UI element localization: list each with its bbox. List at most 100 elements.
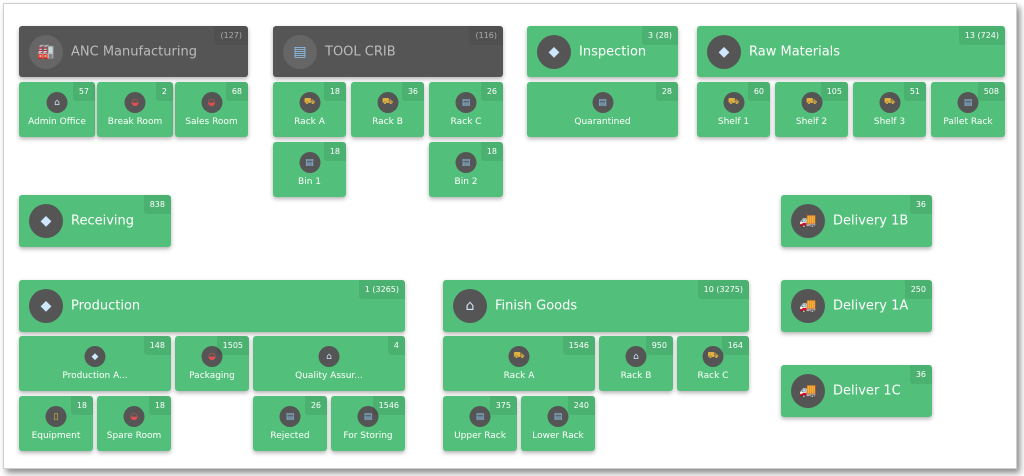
location-tile[interactable]: ◆ Receiving 838: [19, 195, 171, 247]
location-tile[interactable]: ▤ Rack C 26: [429, 82, 503, 137]
tile-label: Quarantined: [574, 117, 631, 127]
location-tile[interactable]: ▤ Bin 1 18: [273, 142, 346, 197]
location-tile[interactable]: ▤ For Storing 1546: [331, 396, 405, 451]
location-tile[interactable]: ⛟ Rack C 164: [677, 336, 749, 391]
count-badge: 4: [387, 336, 405, 355]
location-tile[interactable]: 🚚 Delivery 1B 36: [781, 195, 932, 247]
crate-icon: ▤: [279, 406, 301, 427]
tile-label: Rack C: [450, 117, 482, 127]
location-tile[interactable]: ⛟ Rack A 1546: [443, 336, 595, 391]
location-tile[interactable]: ⛟ Rack B 36: [351, 82, 424, 137]
crate-icon: ▤: [592, 92, 613, 113]
count-badge: 13 (724): [958, 26, 1005, 45]
location-tile[interactable]: ◒ Packaging 1505: [175, 336, 249, 391]
crate-icon: ▤: [469, 406, 491, 427]
location-tile[interactable]: ⛟ Rack A 18: [273, 82, 346, 137]
count-badge: 105: [820, 82, 848, 101]
count-badge: 164: [721, 336, 749, 355]
count-badge: 26: [480, 82, 503, 101]
building-icon: ⌂: [625, 346, 647, 367]
count-badge: 1505: [216, 336, 249, 355]
location-tile[interactable]: ▯ Equipment 18: [19, 396, 93, 451]
location-tile[interactable]: ▤ Rejected 26: [253, 396, 327, 451]
location-tile[interactable]: ◆ Raw Materials 13 (724): [697, 26, 1005, 77]
crate-icon: ▤: [547, 406, 569, 427]
count-badge: 36: [909, 365, 932, 384]
location-tile[interactable]: 🚚 Delivery 1A 250: [781, 280, 932, 332]
location-tile[interactable]: 🏭 ANC Manufacturing (127): [19, 26, 248, 77]
tile-label: Break Room: [107, 117, 163, 127]
location-tile[interactable]: ⛟ Shelf 1 60: [697, 82, 770, 137]
tile-label: Finish Goods: [495, 298, 578, 314]
pallet-icon: ◆: [537, 34, 571, 69]
room-icon: ◒: [201, 92, 222, 113]
location-tile[interactable]: ⛟ Shelf 3 51: [853, 82, 926, 137]
location-tile[interactable]: ◒ Spare Room 18: [97, 396, 171, 451]
count-badge: (127): [214, 26, 248, 45]
location-tile[interactable]: ◒ Break Room 2: [97, 82, 173, 137]
location-tile[interactable]: ◆ Production 1 (3265): [19, 280, 405, 332]
count-badge: 36: [401, 82, 424, 101]
location-tile[interactable]: ▤ Quarantined 28: [527, 82, 678, 137]
forklift-icon: ⛟: [299, 92, 320, 113]
location-tile[interactable]: ▤ Upper Rack 375: [443, 396, 517, 451]
count-badge: 838: [143, 195, 171, 214]
location-tile[interactable]: ◆ Production A... 148: [19, 336, 171, 391]
count-badge: 51: [903, 82, 926, 101]
tile-label: Delivery 1B: [833, 213, 909, 229]
location-tile[interactable]: ◆ Inspection 3 (28): [527, 26, 678, 77]
truck-icon: 🚚: [791, 374, 825, 408]
location-tile[interactable]: ⌂ Admin Office 57: [19, 82, 95, 137]
crate-icon: ▤: [455, 152, 477, 173]
building-icon: ⌂: [46, 92, 68, 113]
tile-label: Packaging: [189, 371, 235, 381]
tile-label: Rack B: [620, 371, 652, 381]
location-tile[interactable]: ▤ Bin 2 18: [429, 142, 503, 197]
crate-icon: ▤: [957, 92, 979, 113]
count-badge: 508: [977, 82, 1005, 101]
forklift-icon: ⛟: [879, 92, 900, 113]
tile-label: Rack C: [697, 371, 729, 381]
pallet-icon: ◆: [707, 34, 741, 69]
warehouse-icon: 🏭: [29, 34, 63, 69]
location-tile[interactable]: ▤ Lower Rack 240: [521, 396, 595, 451]
count-badge: 36: [909, 195, 932, 214]
location-tile[interactable]: 🚚 Deliver 1C 36: [781, 365, 932, 417]
count-badge: 950: [645, 336, 673, 355]
tile-label: Bin 1: [298, 177, 321, 187]
count-badge: 148: [143, 336, 171, 355]
count-badge: 68: [225, 82, 248, 101]
location-tile[interactable]: ▤ TOOL CRIB (116): [273, 26, 503, 77]
location-tile[interactable]: ⌂ Finish Goods 10 (3275): [443, 280, 749, 332]
pallet-icon: ◆: [29, 289, 63, 323]
tile-label: Rack B: [372, 117, 403, 127]
tile-label: Quality Assur...: [295, 371, 363, 381]
truck-icon: 🚚: [791, 204, 825, 238]
tile-label: ANC Manufacturing: [71, 44, 197, 59]
tile-label: Rack A: [503, 371, 535, 381]
truck-icon: 🚚: [791, 289, 825, 323]
forklift-icon: ⛟: [702, 346, 724, 367]
tile-label: Deliver 1C: [833, 383, 901, 399]
location-tile[interactable]: ▤ Pallet Rack 508: [931, 82, 1005, 137]
location-tile[interactable]: ⌂ Rack B 950: [599, 336, 673, 391]
forklift-icon: ⛟: [508, 346, 530, 367]
crate-icon: ▤: [299, 152, 320, 173]
door-icon: ▯: [45, 406, 67, 427]
tile-label: For Storing: [343, 431, 393, 441]
building-icon: ⌂: [453, 289, 487, 323]
location-tile[interactable]: ⌂ Quality Assur... 4: [253, 336, 405, 391]
count-badge: 26: [304, 396, 327, 415]
forklift-icon: ⛟: [377, 92, 398, 113]
tile-label: Receiving: [71, 213, 135, 229]
tile-label: Production: [71, 298, 141, 314]
tile-label: Shelf 2: [795, 117, 828, 127]
count-badge: 250: [904, 280, 932, 299]
tile-label: Raw Materials: [749, 44, 841, 59]
room-icon: ◒: [201, 346, 223, 367]
crate-icon: ▤: [357, 406, 379, 427]
tile-label: Pallet Rack: [943, 117, 993, 127]
location-tile[interactable]: ⛟ Shelf 2 105: [775, 82, 848, 137]
location-tile[interactable]: ◒ Sales Room 68: [175, 82, 248, 137]
tile-label: Shelf 3: [873, 117, 906, 127]
